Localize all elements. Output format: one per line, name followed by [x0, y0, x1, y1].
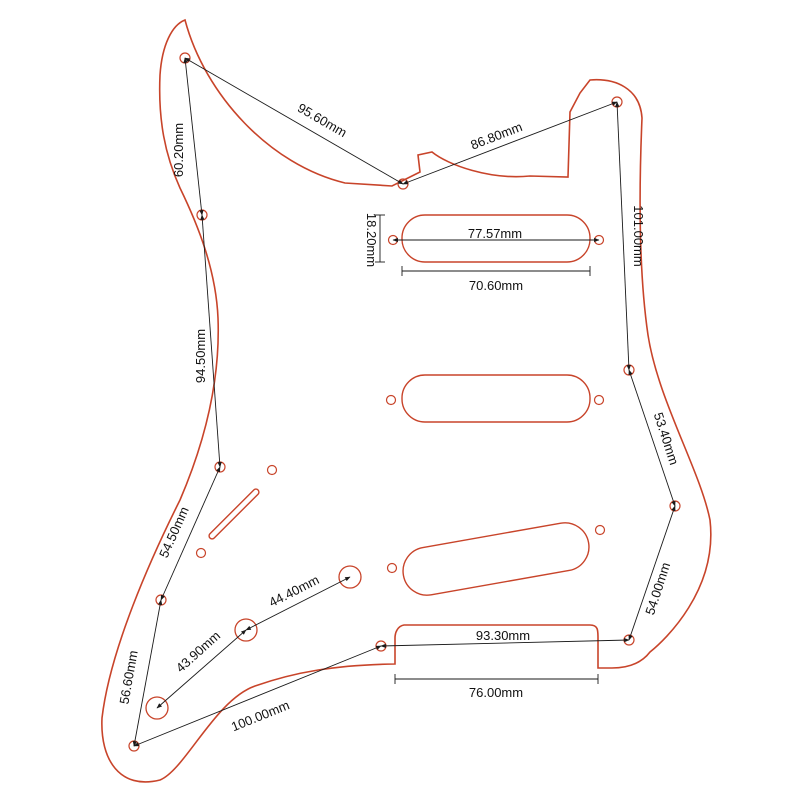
- label-76-00: 76.00mm: [469, 685, 523, 700]
- label-43-90: 43.90mm: [173, 628, 223, 675]
- dim-line-101-00: [615, 101, 631, 371]
- label-70-60: 70.60mm: [469, 278, 523, 293]
- label-101-00: 101.00mm: [631, 205, 646, 266]
- label-60-20: 60.20mm: [171, 123, 186, 177]
- dimension-lines: [132, 57, 676, 747]
- label-93-30: 93.30mm: [476, 628, 530, 643]
- switch-screw-hole: [266, 464, 278, 476]
- pickup-screw-hole: [593, 394, 605, 406]
- dim-line-95-60: [184, 57, 404, 185]
- pickup-screw-hole: [594, 524, 606, 536]
- pickup-screw-hole: [385, 394, 397, 406]
- dim-line-60-20: [183, 57, 204, 216]
- label-56-60: 56.60mm: [116, 649, 140, 705]
- dim-line-54-50: [160, 466, 221, 601]
- switch-screw-hole: [195, 547, 207, 559]
- dim-line-94-50: [200, 214, 222, 468]
- dim-line-44-40: [245, 576, 351, 631]
- dim-line-86-80: [402, 101, 618, 185]
- dim-line-93-30: [380, 637, 630, 649]
- label-77-57: 77.57mm: [468, 226, 522, 241]
- middle-pickup-cutout: [401, 374, 591, 423]
- bridge-pickup-cutout: [402, 522, 590, 596]
- dim-line-54-00: [628, 505, 676, 641]
- label-100-00: 100.00mm: [229, 697, 292, 734]
- dim-line-43-90: [156, 629, 247, 709]
- dim-line-53-40: [628, 369, 676, 507]
- dimension-labels: 95.60mm 86.80mm 60.20mm 18.20mm 77.57mm …: [116, 100, 681, 734]
- switch-slot: [208, 488, 260, 540]
- label-44-40: 44.40mm: [266, 572, 321, 610]
- dim-line-100-00: [133, 645, 382, 747]
- label-95-60: 95.60mm: [295, 100, 349, 140]
- dim-line-56-60: [132, 599, 163, 747]
- label-53-40: 53.40mm: [651, 411, 682, 467]
- label-54-50: 54.50mm: [156, 504, 192, 560]
- label-18-20: 18.20mm: [364, 213, 379, 267]
- pickup-screw-hole: [386, 562, 398, 574]
- label-86-80: 86.80mm: [468, 119, 524, 152]
- label-94-50: 94.50mm: [193, 329, 208, 383]
